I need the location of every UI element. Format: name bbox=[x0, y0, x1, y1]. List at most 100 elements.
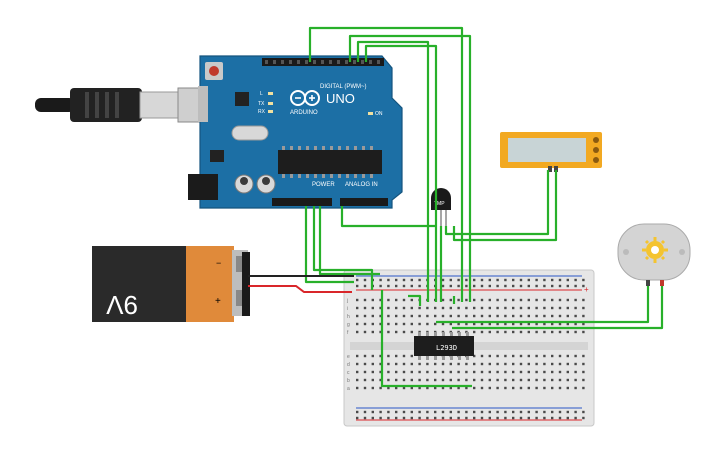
breadboard-hole[interactable] bbox=[543, 278, 546, 282]
breadboard-hole[interactable] bbox=[519, 314, 523, 318]
breadboard-hole[interactable] bbox=[473, 278, 476, 282]
breadboard-hole[interactable] bbox=[402, 362, 406, 366]
breadboard-hole[interactable] bbox=[441, 416, 445, 420]
breadboard-hole[interactable] bbox=[379, 322, 382, 326]
breadboard-hole[interactable] bbox=[496, 330, 499, 334]
wire-motor-b[interactable] bbox=[452, 286, 664, 330]
breadboard-hole[interactable] bbox=[473, 370, 476, 374]
breadboard-hole[interactable] bbox=[574, 284, 577, 288]
breadboard-hole[interactable] bbox=[441, 362, 445, 366]
breadboard-hole[interactable] bbox=[457, 314, 460, 318]
breadboard-hole[interactable] bbox=[582, 362, 585, 366]
breadboard-hole[interactable] bbox=[418, 306, 421, 310]
breadboard-hole[interactable] bbox=[566, 362, 569, 366]
breadboard-hole[interactable] bbox=[457, 378, 460, 382]
breadboard-hole[interactable] bbox=[566, 278, 569, 282]
wire-d3[interactable] bbox=[364, 44, 438, 302]
wire-gnd[interactable] bbox=[312, 206, 374, 290]
breadboard-hole[interactable] bbox=[363, 314, 367, 318]
breadboard-hole[interactable] bbox=[512, 354, 515, 358]
breadboard-hole[interactable] bbox=[527, 370, 530, 374]
breadboard-hole[interactable] bbox=[535, 314, 538, 318]
breadboard-hole[interactable] bbox=[465, 362, 468, 366]
breadboard-hole[interactable] bbox=[527, 278, 530, 282]
breadboard-hole[interactable] bbox=[387, 354, 390, 358]
breadboard-hole[interactable] bbox=[441, 298, 445, 302]
breadboard-hole[interactable] bbox=[480, 278, 484, 282]
breadboard-hole[interactable] bbox=[363, 322, 367, 326]
breadboard-hole[interactable] bbox=[582, 386, 585, 390]
breadboard-hole[interactable] bbox=[356, 386, 359, 390]
breadboard-hole[interactable] bbox=[356, 370, 359, 374]
breadboard-hole[interactable] bbox=[488, 278, 491, 282]
breadboard-hole[interactable] bbox=[519, 378, 523, 382]
breadboard-hole[interactable] bbox=[566, 416, 569, 420]
breadboard-hole[interactable] bbox=[551, 370, 554, 374]
breadboard-hole[interactable] bbox=[535, 378, 538, 382]
breadboard-hole[interactable] bbox=[551, 354, 554, 358]
breadboard-hole[interactable] bbox=[473, 330, 476, 334]
breadboard-hole[interactable] bbox=[519, 306, 523, 310]
breadboard-hole[interactable] bbox=[395, 278, 398, 282]
breadboard-hole[interactable] bbox=[410, 416, 413, 420]
breadboard-hole[interactable] bbox=[410, 284, 413, 288]
breadboard-hole[interactable] bbox=[543, 314, 546, 318]
wire-battery-plus[interactable] bbox=[248, 285, 352, 293]
breadboard-hole[interactable] bbox=[551, 298, 554, 302]
wire-motor-a[interactable] bbox=[436, 286, 650, 324]
breadboard-hole[interactable] bbox=[504, 314, 507, 318]
breadboard-hole[interactable] bbox=[488, 362, 491, 366]
breadboard-hole[interactable] bbox=[457, 362, 460, 366]
breadboard-hole[interactable] bbox=[449, 284, 452, 288]
breadboard-hole[interactable] bbox=[457, 370, 460, 374]
breadboard-hole[interactable] bbox=[473, 354, 476, 358]
breadboard-hole[interactable] bbox=[496, 362, 499, 366]
breadboard-hole[interactable] bbox=[410, 330, 413, 334]
arduino-board[interactable]: DIGITAL (PWM~) POWER ANALOG IN UNO ARDUI… bbox=[188, 55, 403, 209]
breadboard-hole[interactable] bbox=[551, 386, 554, 390]
breadboard-hole[interactable] bbox=[457, 284, 460, 288]
breadboard-hole[interactable] bbox=[418, 278, 421, 282]
breadboard-hole[interactable] bbox=[418, 322, 421, 326]
breadboard-hole[interactable] bbox=[543, 298, 546, 302]
breadboard-hole[interactable] bbox=[551, 314, 554, 318]
breadboard-hole[interactable] bbox=[363, 410, 367, 414]
breadboard-hole[interactable] bbox=[496, 354, 499, 358]
wire-d10[interactable] bbox=[308, 26, 464, 302]
breadboard-hole[interactable] bbox=[395, 284, 398, 288]
breadboard-hole[interactable] bbox=[441, 410, 445, 414]
breadboard-hole[interactable] bbox=[363, 306, 367, 310]
breadboard-hole[interactable] bbox=[527, 410, 530, 414]
breadboard-hole[interactable] bbox=[480, 416, 484, 420]
breadboard-hole[interactable] bbox=[566, 306, 569, 310]
breadboard-hole[interactable] bbox=[356, 306, 359, 310]
breadboard-hole[interactable] bbox=[379, 278, 382, 282]
breadboard-hole[interactable] bbox=[465, 278, 468, 282]
breadboard-hole[interactable] bbox=[395, 330, 398, 334]
breadboard-hole[interactable] bbox=[488, 416, 491, 420]
breadboard-hole[interactable] bbox=[512, 416, 515, 420]
breadboard-hole[interactable] bbox=[410, 278, 413, 282]
breadboard-hole[interactable] bbox=[418, 386, 421, 390]
breadboard-hole[interactable] bbox=[473, 298, 476, 302]
breadboard-hole[interactable] bbox=[449, 322, 452, 326]
breadboard-hole[interactable] bbox=[356, 284, 359, 288]
breadboard-hole[interactable] bbox=[402, 278, 406, 282]
breadboard-hole[interactable] bbox=[558, 306, 562, 310]
breadboard-hole[interactable] bbox=[379, 416, 382, 420]
breadboard-hole[interactable] bbox=[418, 284, 421, 288]
breadboard-hole[interactable] bbox=[504, 278, 507, 282]
breadboard-hole[interactable] bbox=[356, 322, 359, 326]
breadboard-hole[interactable] bbox=[473, 378, 476, 382]
power-header[interactable] bbox=[272, 198, 332, 206]
wire-sensor-gnd[interactable] bbox=[444, 170, 550, 236]
breadboard-hole[interactable] bbox=[473, 306, 476, 310]
breadboard-hole[interactable] bbox=[551, 278, 554, 282]
breadboard-hole[interactable] bbox=[395, 386, 398, 390]
breadboard-hole[interactable] bbox=[488, 314, 491, 318]
breadboard-hole[interactable] bbox=[535, 370, 538, 374]
usb-cable[interactable] bbox=[35, 87, 203, 123]
breadboard-hole[interactable] bbox=[356, 410, 359, 414]
breadboard-hole[interactable] bbox=[379, 362, 382, 366]
breadboard-hole[interactable] bbox=[371, 416, 374, 420]
